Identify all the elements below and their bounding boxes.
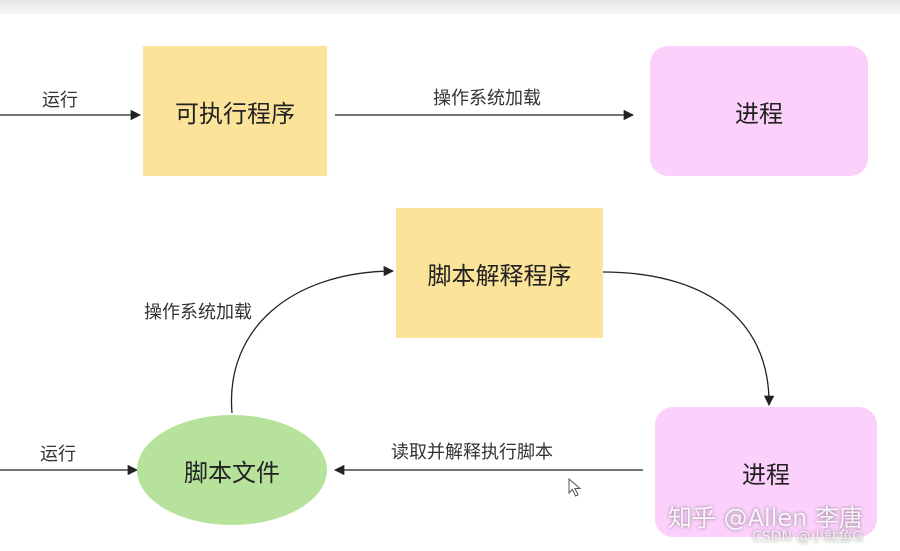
window-top-bar <box>0 0 900 14</box>
os-load-label-top: 操作系统加载 <box>433 88 541 109</box>
executable-program-box: 可执行程序 <box>143 46 327 176</box>
script-interpreter-box: 脚本解释程序 <box>396 208 603 338</box>
zhihu-watermark: 知乎 @Allen 李唐 <box>668 504 863 532</box>
run-label-bottom: 运行 <box>40 444 76 465</box>
script-file-ellipse: 脚本文件 <box>137 415 327 525</box>
os-load-label-bottom: 操作系统加载 <box>144 302 252 323</box>
process-box-bottom: 进程 <box>655 407 877 537</box>
process-box-top: 进程 <box>650 46 868 176</box>
arrow-script-to-interpreter <box>230 265 395 414</box>
read-parse-label: 读取并解释执行脚本 <box>391 442 553 463</box>
mouse-cursor-icon <box>568 478 582 497</box>
csdn-watermark: CSDN @小鱿鱼G <box>752 529 864 545</box>
arrow-interpreter-to-process <box>602 271 775 407</box>
run-label-top: 运行 <box>42 90 78 111</box>
